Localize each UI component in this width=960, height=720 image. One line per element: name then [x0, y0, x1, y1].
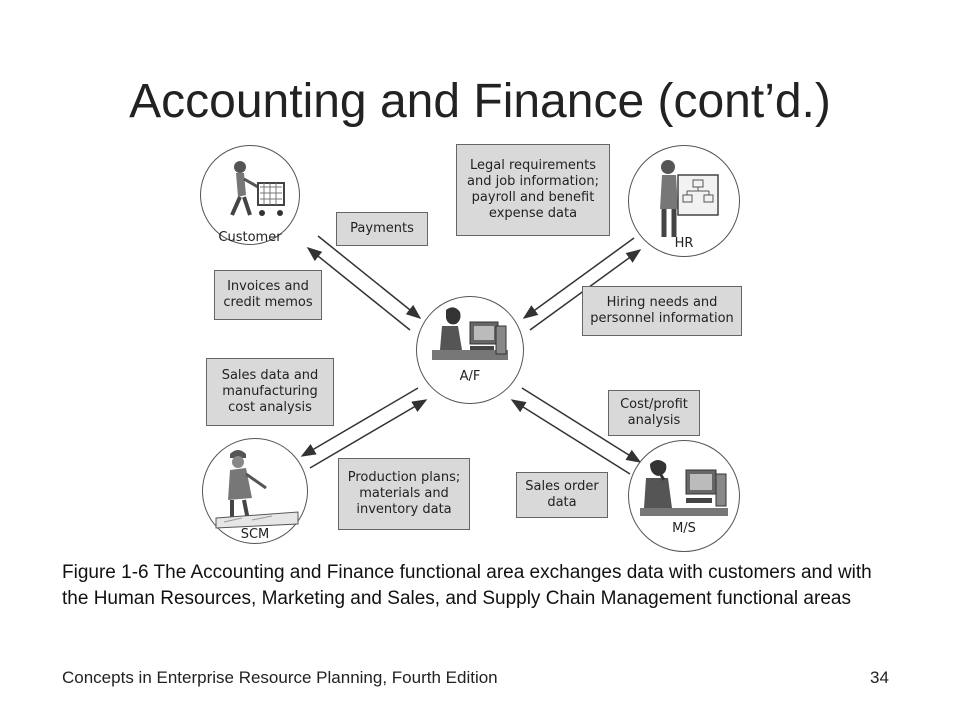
hr-org-chart-icon	[660, 160, 719, 237]
arrow-af-to-ms	[521, 387, 642, 463]
scm-node: SCM	[202, 438, 308, 544]
arrow-scm-to-af	[309, 399, 428, 469]
figure-caption: Figure 1-6 The Accounting and Finance fu…	[62, 562, 872, 609]
flow-sales-data: Sales data and manufacturing cost analys…	[206, 358, 334, 426]
arrow-af-to-scm	[300, 387, 419, 457]
flow-legal: Legal requirements and job information; …	[456, 144, 610, 236]
arrow-af-to-customer	[306, 247, 411, 331]
hr-node: HR	[628, 145, 740, 257]
customer-label: Customer	[218, 230, 282, 245]
ms-label: M/S	[672, 521, 696, 536]
scm-label: SCM	[240, 527, 270, 542]
af-node: A/F	[416, 296, 524, 404]
flow-cost-profit: Cost/profit analysis	[608, 390, 700, 436]
customer-node: Customer	[200, 145, 300, 245]
page-number: 34	[870, 668, 889, 687]
hr-label: HR	[674, 236, 694, 251]
ms-node: M/S	[628, 440, 740, 552]
flow-payments: Payments	[336, 212, 428, 246]
flow-sales-order: Sales order data	[516, 472, 608, 518]
slide-title: Accounting and Finance (cont’d.)	[129, 75, 831, 128]
flow-hiring: Hiring needs and personnel information	[582, 286, 742, 336]
af-label: A/F	[459, 369, 481, 384]
customer-shopping-cart-icon	[230, 161, 285, 216]
flow-production: Production plans; materials and inventor…	[338, 458, 470, 530]
af-computer-desk-icon	[432, 307, 508, 360]
ms-phone-computer-icon	[640, 460, 728, 516]
footer-book-title: Concepts in Enterprise Resource Planning…	[62, 668, 498, 687]
scm-worker-blueprint-icon	[215, 450, 299, 529]
arrow-customer-to-af	[317, 235, 422, 319]
flow-invoices: Invoices and credit memos	[214, 270, 322, 320]
arrow-ms-to-af	[510, 399, 631, 475]
arrow-hr-to-af	[522, 237, 635, 319]
